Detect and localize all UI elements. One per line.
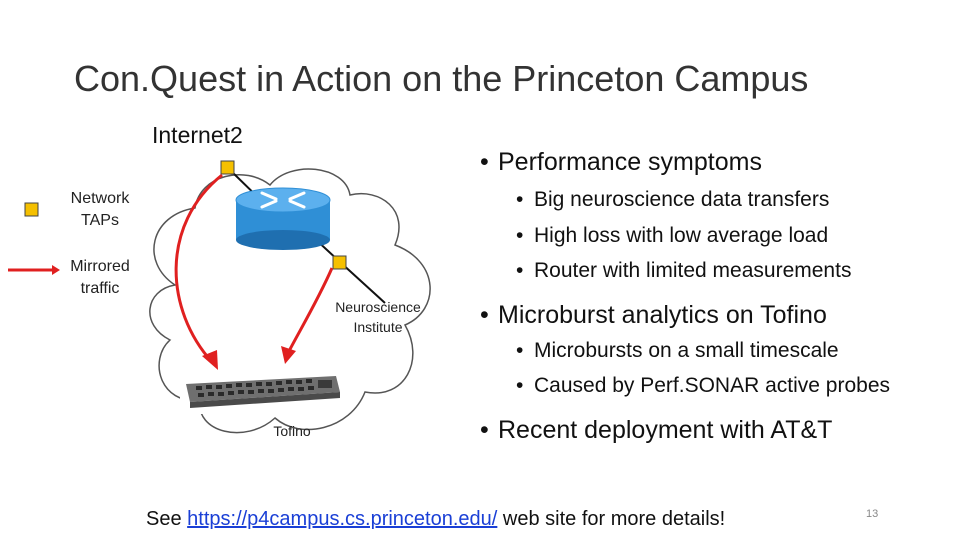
neuro-line2: Institute xyxy=(353,319,403,335)
mirror-arrow-neuro xyxy=(281,267,334,364)
slide-title: Con.Quest in Action on the Princeton Cam… xyxy=(74,58,809,99)
sub-bullet: •Router with limited measurements xyxy=(516,259,852,282)
sub-bullet: •Caused by Perf.SONAR active probes xyxy=(516,374,890,397)
legend-mirror-line2: traffic xyxy=(80,280,120,297)
sub-bullet: •Big neuroscience data transfers xyxy=(516,188,830,211)
router-icon xyxy=(235,187,331,250)
sub-bullet-text: Router with limited measurements xyxy=(534,259,852,282)
bullet-microburst: •Microburst analytics on Tofino xyxy=(480,301,827,329)
bullet-performance: •Performance symptoms xyxy=(480,148,762,176)
footer-note: See https://p4campus.cs.princeton.edu/ w… xyxy=(146,508,725,531)
sub-bullet: •High loss with low average load xyxy=(516,224,829,247)
legend-taps-label: Network TAPs xyxy=(60,188,140,232)
sub-bullet-text: Caused by Perf.SONAR active probes xyxy=(534,374,890,397)
neuro-line1: Neuroscience xyxy=(335,299,421,315)
legend-mirror-line1: Mirrored xyxy=(70,258,130,275)
legend-mirror-label: Mirrored traffic xyxy=(60,256,140,300)
mirror-arrow-internet xyxy=(174,173,223,370)
tofino-switch-icon xyxy=(180,372,346,414)
internet-tap-icon xyxy=(220,160,235,175)
bullet-microburst-text: Microburst analytics on Tofino xyxy=(498,301,827,329)
legend-taps-line2: TAPs xyxy=(81,212,119,229)
neuroscience-institute-label: Neuroscience Institute xyxy=(318,297,438,337)
page-number: 13 xyxy=(866,508,879,520)
tofino-label: Tofino xyxy=(273,423,311,439)
neuro-link-line-2 xyxy=(339,261,386,304)
legend-tap-icon xyxy=(24,202,39,217)
footer-suffix: web site for more details! xyxy=(497,508,726,530)
sub-bullet: •Microbursts on a small timescale xyxy=(516,339,839,362)
legend-taps-line1: Network xyxy=(70,190,130,207)
footer-prefix: See xyxy=(146,508,188,530)
bullet-performance-text: Performance symptoms xyxy=(498,148,762,176)
legend-arrow-icon xyxy=(8,265,60,275)
neuro-tap-icon xyxy=(332,255,347,270)
sub-bullet-text: Big neuroscience data transfers xyxy=(534,188,830,211)
p4campus-link[interactable]: https://p4campus.cs.princeton.edu/ xyxy=(187,508,498,530)
bullet-deployment-text: Recent deployment with AT&T xyxy=(498,416,833,444)
sub-bullet-text: High loss with low average load xyxy=(534,224,829,247)
internet2-label: Internet2 xyxy=(152,122,243,148)
bullet-deployment: •Recent deployment with AT&T xyxy=(480,416,833,444)
sub-bullet-text: Microbursts on a small timescale xyxy=(534,339,839,362)
